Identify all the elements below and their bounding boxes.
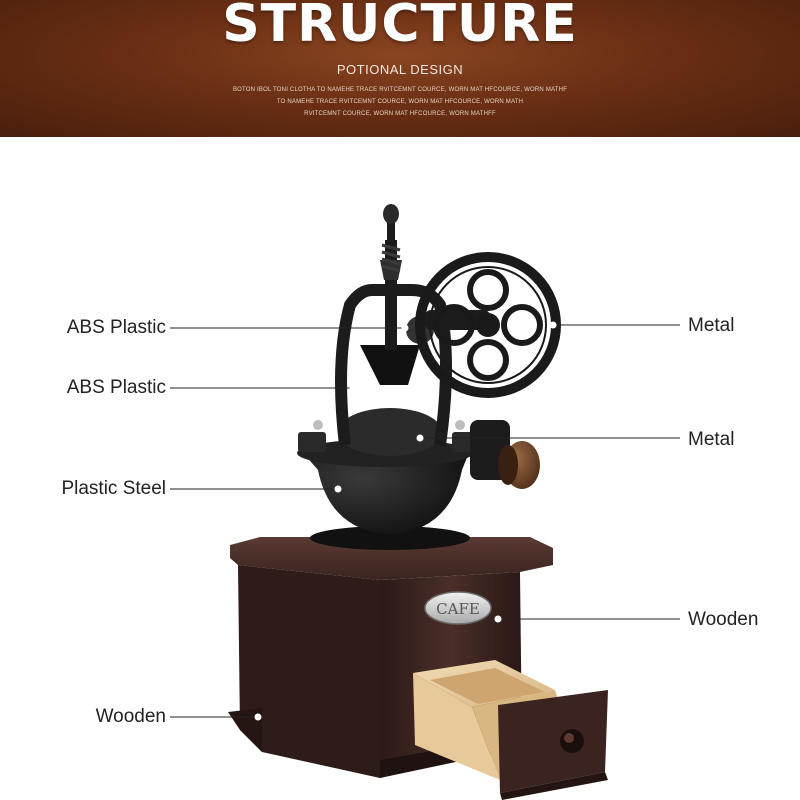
flywheel	[415, 252, 561, 398]
callout-label-plastic-steel: Plastic Steel	[61, 478, 166, 499]
callout-label-wooden-box: Wooden	[688, 609, 759, 630]
callout-label-wooden-base: Wooden	[95, 706, 166, 727]
callout-label-abs-plastic-frame: ABS Plastic	[66, 377, 166, 398]
page-subtitle: POTIONAL DESIGN	[336, 62, 464, 77]
page-title: STRUCTURE	[222, 0, 578, 54]
callout-label-metal-wheel: Metal	[688, 315, 735, 336]
cafe-badge-text: CAFE	[436, 600, 480, 618]
callout-label-abs-plastic-top: ABS Plastic	[66, 317, 166, 338]
filler-text-line: TO NAMEHE TRACE RVITCEMNT COURCE, WORN M…	[276, 99, 524, 105]
drawer	[413, 660, 608, 800]
filler-text-line: RVITCEMNT COURCE, WORN MAT HFCOURCE, WOR…	[304, 111, 496, 117]
coffee-grinder-illustration: CAFE	[228, 204, 608, 800]
handle-knob	[498, 441, 540, 489]
grinder-body	[297, 204, 510, 550]
header-banner: STRUCTURE POTIONAL DESIGN BOTON IBOL TON…	[0, 0, 800, 137]
filler-text-line: BOTON IBOL TONI CLOTHA TO NAMEHE TRACE R…	[232, 87, 568, 93]
cafe-badge: CAFE	[424, 591, 492, 625]
callout-label-metal-hopper: Metal	[688, 429, 735, 450]
